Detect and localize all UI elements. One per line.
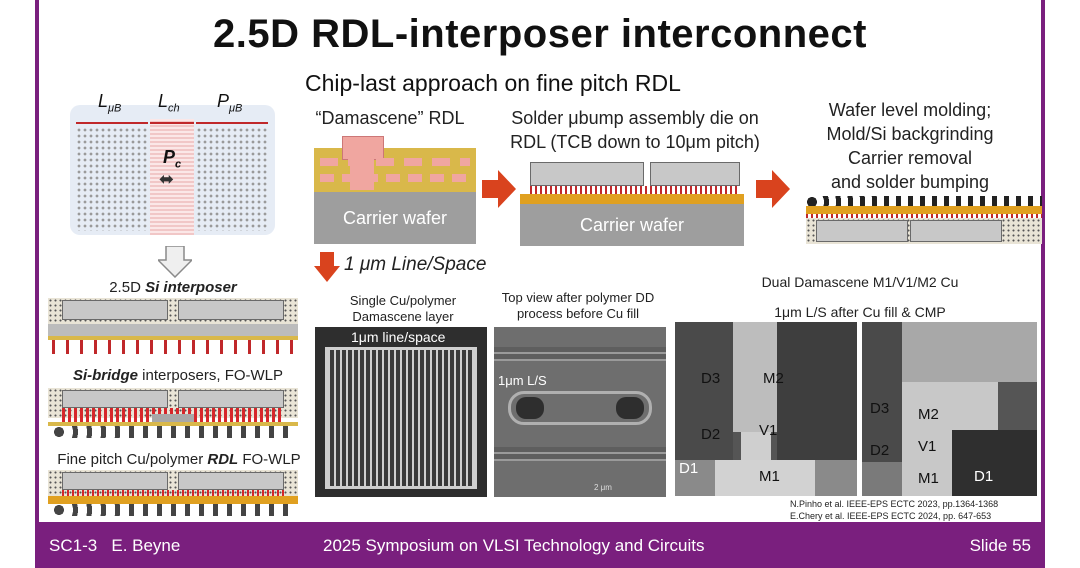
l-ch-dimension <box>150 122 194 124</box>
slide-subtitle: Chip-last approach on fine pitch RDL <box>305 70 681 96</box>
img3-d3: D3 <box>701 370 721 387</box>
step3-cross-section <box>806 196 1042 246</box>
step2-cross-section: Carrier wafer <box>520 162 744 246</box>
line-space-label: 1 μm Line/Space <box>344 254 487 275</box>
down-arrow-icon <box>156 245 194 283</box>
si-bridge-cross-section <box>48 388 298 440</box>
footer-center: 2025 Symposium on VLSI Technology and Ci… <box>323 536 705 555</box>
img4-m1: M1 <box>918 470 939 487</box>
si-interposer-cross-section <box>48 298 298 356</box>
img3-m1: M1 <box>759 468 780 485</box>
fine-pitch-rdl-label: Fine pitch Cu/polymer RDL FO-WLP <box>57 451 301 468</box>
p-ub-dimension <box>196 122 268 124</box>
process-arrow-2-icon <box>756 170 790 213</box>
p-c-arrow-icon: ⬌ <box>159 169 175 189</box>
process-arrow-1-icon <box>482 170 516 213</box>
step2-label: Solder μbump assembly die on RDL (TCB do… <box>510 108 760 152</box>
img4-m2: M2 <box>918 406 939 423</box>
fine-pitch-rdl-cross-section <box>48 470 298 518</box>
channel-region <box>150 119 194 235</box>
footer-bar: SC1-3 E. Beyne 2025 Symposium on VLSI Te… <box>35 522 1045 568</box>
l-ub-label: LμB <box>98 91 122 115</box>
reference-1: N.Pinho et al. IEEE-EPS ECTC 2023, pp.13… <box>790 499 999 509</box>
img3-m2: M2 <box>763 370 784 387</box>
bump-array-right <box>196 127 268 231</box>
footer-left: SC1-3 E. Beyne <box>49 536 181 555</box>
l-ub-dimension <box>76 122 148 124</box>
p-ub-label: PμB <box>217 91 243 115</box>
serpentine-pattern <box>325 347 477 489</box>
img3-d1: D1 <box>679 460 699 477</box>
pitch-diagram: LμB Lch PμB Pc ⬌ <box>70 91 275 235</box>
si-interposer-label: 2.5D Si interposer <box>109 279 237 296</box>
p-c-label: Pc <box>163 147 182 171</box>
sem-image-top-view: 1μm L/S 2 μm <box>494 327 666 497</box>
sem-image-dd-2: D3 M2 D2 V1 M1 D1 <box>862 322 1037 496</box>
dual-damascene-subtitle: 1μm L/S after Cu fill & CMP <box>774 304 946 320</box>
img3-v1: V1 <box>759 422 778 439</box>
img2-scale-bar: 2 μm <box>594 483 612 492</box>
slide-title: 2.5D RDL-interposer interconnect <box>213 12 867 56</box>
img4-d2: D2 <box>870 442 890 459</box>
img4-d1: D1 <box>974 468 994 485</box>
sem-image-dd-1: D3 M2 D2 V1 D1 M1 <box>675 322 857 496</box>
img4-d3: D3 <box>870 400 890 417</box>
bump-array-left <box>76 127 148 231</box>
reference-2: E.Chery et al. IEEE-EPS ECTC 2024, pp. 6… <box>790 511 992 521</box>
footer-slide-number: Slide 55 <box>969 536 1031 555</box>
img1-caption: Single Cu/polymer Damascene layer <box>349 293 457 324</box>
img2-caption: Top view after polymer DD process before… <box>501 290 655 321</box>
si-bridge-label: Si-bridge interposers, FO-WLP <box>72 367 284 384</box>
l-ch-label: Lch <box>158 91 180 115</box>
step1-label: “Damascene” RDL <box>315 108 465 128</box>
step1-cross-section: Carrier wafer <box>314 136 476 244</box>
step2-carrier-wafer: Carrier wafer <box>520 204 744 246</box>
step1-carrier-wafer: Carrier wafer <box>314 192 476 244</box>
img1-overlay-text: 1μm line/space <box>351 329 446 345</box>
dual-damascene-title: Dual Damascene M1/V1/M2 Cu <box>761 274 959 290</box>
step3-label: Wafer level molding; Mold/Si backgrindin… <box>826 100 994 192</box>
img3-d2: D2 <box>701 426 721 443</box>
img4-v1: V1 <box>918 438 937 455</box>
line-space-arrow-icon <box>314 252 340 287</box>
references: N.Pinho et al. IEEE-EPS ECTC 2023, pp.13… <box>790 498 1050 522</box>
sem-image-serpentine: 1μm line/space <box>315 327 487 497</box>
img2-overlay-text: 1μm L/S <box>498 373 547 388</box>
